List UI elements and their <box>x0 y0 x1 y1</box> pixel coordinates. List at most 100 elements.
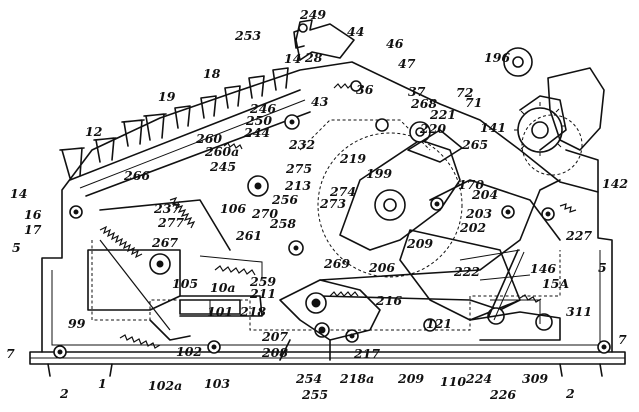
ref-label: 209 <box>397 371 424 386</box>
ref-label: 102 <box>176 344 202 359</box>
ref-label: 36 <box>356 82 374 97</box>
ref-label: 237 <box>153 201 180 216</box>
ref-label: 1 <box>98 376 107 391</box>
ref-label: 311 <box>566 304 592 319</box>
ref-label: 7 <box>6 346 15 361</box>
ref-label: 196 <box>484 50 510 65</box>
lower-linkages <box>279 279 561 361</box>
ref-label: 101 <box>207 304 233 319</box>
ref-label: 273 <box>319 196 346 211</box>
ref-label: 267 <box>151 235 178 250</box>
ref-label: 256 <box>271 192 298 207</box>
ref-label: 14 <box>10 186 27 201</box>
ref-label: 227 <box>565 228 592 243</box>
ref-label: 261 <box>235 228 262 243</box>
ref-label: 202 <box>459 220 486 235</box>
ref-label: 10a <box>210 280 236 295</box>
ref-label: 121 <box>426 316 452 331</box>
ref-label: 277 <box>157 215 184 230</box>
lever-guide-bars <box>69 89 311 197</box>
ref-label: 142 <box>602 176 628 191</box>
ref-label: 2 <box>59 386 69 401</box>
ref-label: 309 <box>522 371 548 386</box>
ref-label: 250 <box>245 113 272 128</box>
ref-label: 72 <box>456 85 474 100</box>
base-plate <box>29 351 626 377</box>
ref-label: 245 <box>209 159 236 174</box>
ref-label: 270 <box>251 206 278 221</box>
ref-label: 99 <box>68 316 86 331</box>
ref-label: 208 <box>261 345 288 360</box>
ref-label: 37 <box>408 84 426 99</box>
ref-label: 46 <box>386 36 404 51</box>
ref-label: 275 <box>285 161 312 176</box>
ref-label: 226 <box>489 387 516 402</box>
ref-label: 218 <box>239 304 266 319</box>
ref-label: 254 <box>295 371 322 386</box>
ref-label: 207 <box>261 329 288 344</box>
coil-springs <box>99 83 577 349</box>
right-rods <box>487 149 599 321</box>
ref-label: 5 <box>12 240 21 255</box>
ref-label: 246 <box>249 101 276 116</box>
ref-label: 17 <box>24 222 42 237</box>
ref-label: 43 <box>311 94 329 109</box>
ref-label: 12 <box>85 124 103 139</box>
ref-label: 266 <box>123 168 150 183</box>
ref-label: 102a <box>148 378 182 393</box>
ref-label: 110 <box>440 374 466 389</box>
ref-label: 232 <box>288 137 315 152</box>
type-lever-row <box>59 67 289 179</box>
pivot-hubs <box>53 80 611 359</box>
top-lever-249 <box>293 19 355 61</box>
upper-right-mechanism <box>503 47 605 176</box>
ref-label: 211 <box>249 286 276 301</box>
ref-label: 221 <box>429 107 456 122</box>
ref-label: 265 <box>461 137 488 152</box>
ref-label: 216 <box>375 293 402 308</box>
ref-label: 2 <box>565 386 575 401</box>
ref-label: 260 <box>195 131 222 146</box>
toothed-wheel-141 <box>514 102 566 156</box>
ref-label: 18 <box>203 66 221 81</box>
ref-label: 47 <box>398 56 416 71</box>
ref-label: 14 <box>284 51 301 66</box>
ref-label: 141 <box>480 120 506 135</box>
ref-label: 5 <box>598 260 607 275</box>
ref-label: 16 <box>24 207 42 222</box>
ref-label: 274 <box>329 184 356 199</box>
ref-label: 258 <box>269 216 296 231</box>
ref-label: 203 <box>465 206 492 221</box>
ref-label: 44 <box>347 24 364 39</box>
ref-label: 220 <box>419 121 446 136</box>
ref-label: 105 <box>172 276 198 291</box>
left-slide-assembly <box>87 199 263 341</box>
ref-label: 268 <box>410 96 437 111</box>
ref-label: 218a <box>339 371 374 386</box>
ref-label: 7 <box>618 332 627 347</box>
ref-label: 213 <box>284 178 311 193</box>
ref-label: 206 <box>368 260 395 275</box>
ref-label: 15A <box>542 276 569 291</box>
ref-label: 204 <box>471 187 498 202</box>
ref-label: 253 <box>234 28 261 43</box>
ref-label: 244 <box>243 125 270 140</box>
upper-roller-220 <box>407 121 463 163</box>
reference-numerals: 249 253 44 46 47 196 14 18 28 43 36 37 7… <box>6 7 628 402</box>
ref-label: 259 <box>249 274 276 289</box>
ref-label: 106 <box>220 201 246 216</box>
ref-label: 260a <box>204 144 239 159</box>
ref-label: 249 <box>299 7 326 22</box>
ref-label: 170 <box>458 177 484 192</box>
ref-label: 199 <box>366 166 392 181</box>
ref-label: 224 <box>465 371 492 386</box>
ref-label: 219 <box>339 151 366 166</box>
ref-label: 71 <box>465 95 482 110</box>
ref-label: 269 <box>323 256 350 271</box>
ref-label: 255 <box>301 387 328 402</box>
ref-label: 146 <box>530 261 556 276</box>
ref-label: 217 <box>353 346 380 361</box>
ref-label: 19 <box>158 89 176 104</box>
ref-label: 209 <box>406 236 433 251</box>
